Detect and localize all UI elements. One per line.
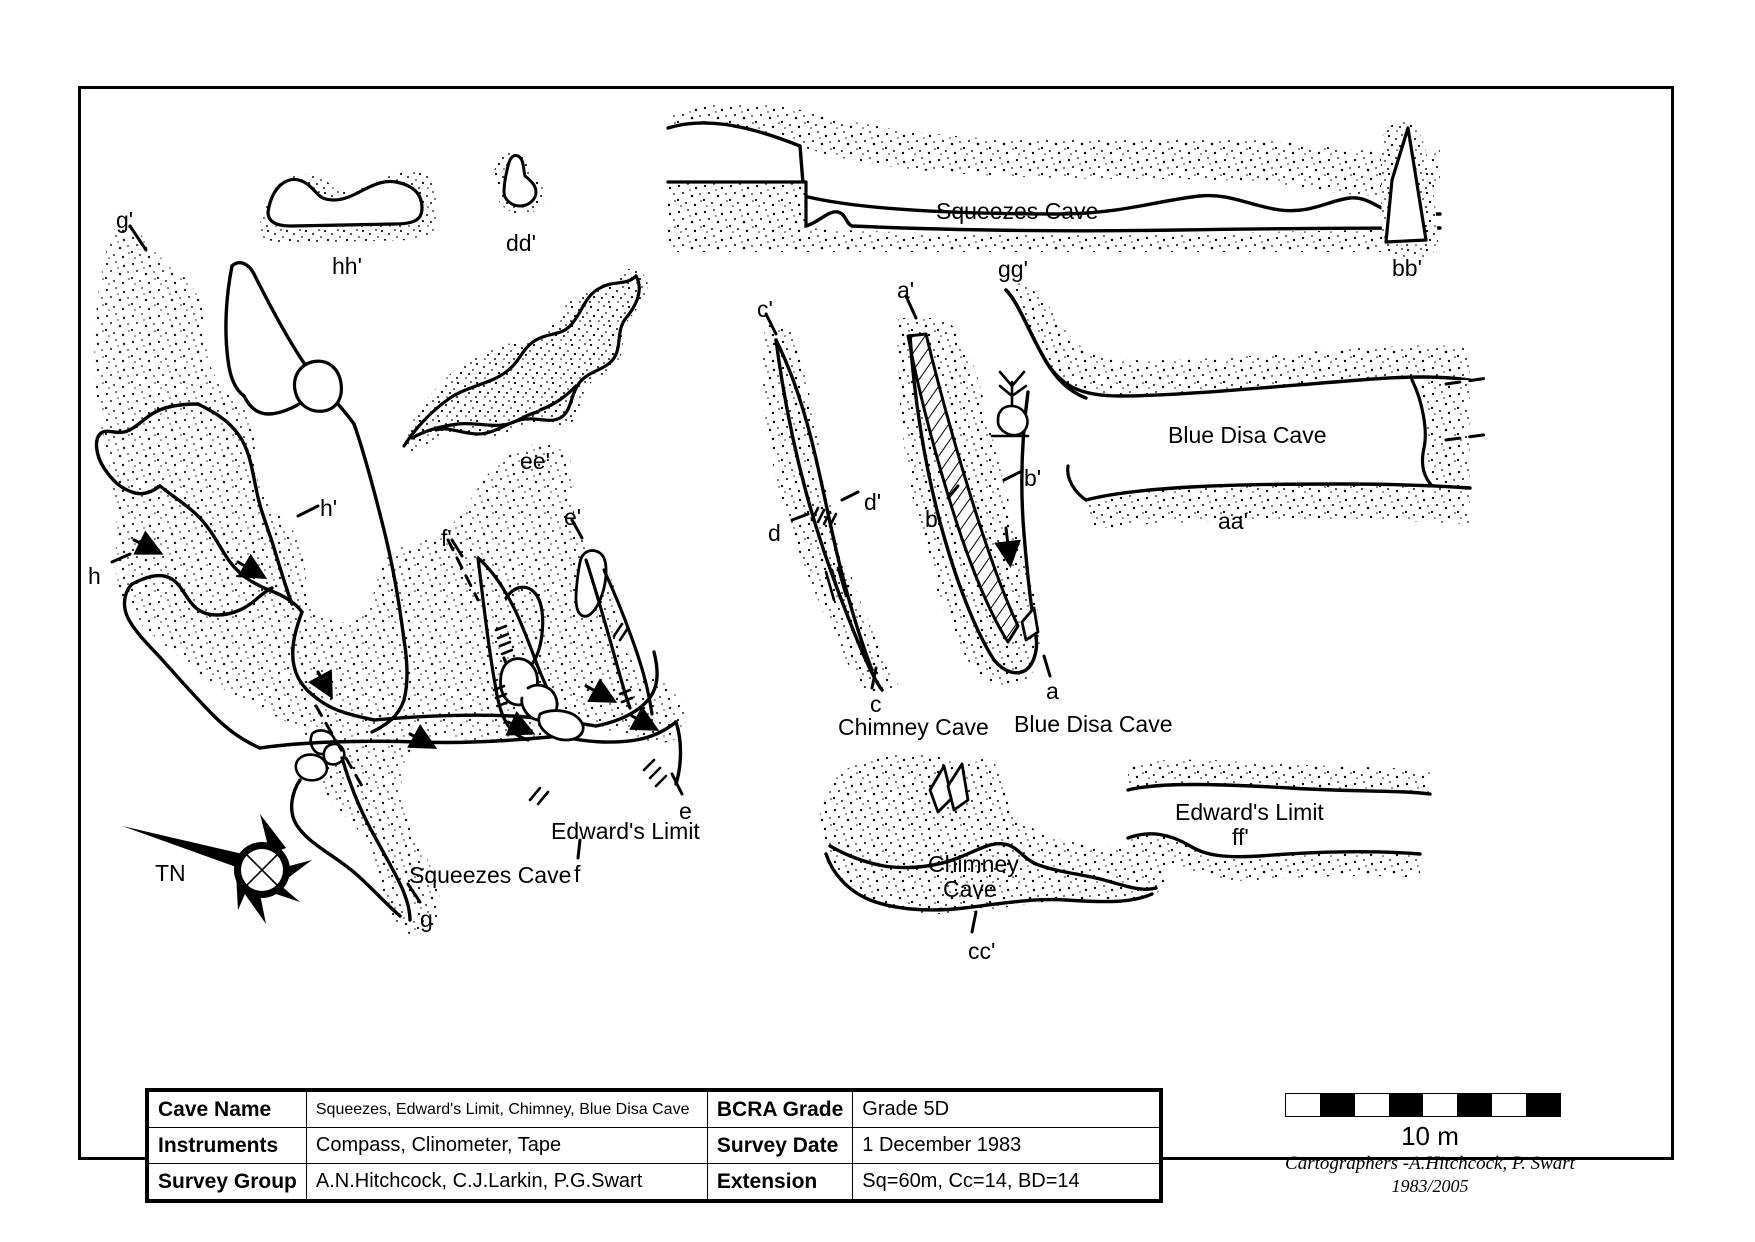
scale-label: 10 m: [1401, 1121, 1459, 1151]
scale-bar-segment: [1286, 1094, 1321, 1116]
title-block-value-left: Squeezes, Edward's Limit, Chimney, Blue …: [305, 1091, 708, 1128]
cave-name-label-BlueDisaCave-1: Blue Disa Cave: [1168, 422, 1327, 448]
section-label-gg-2: gg': [998, 256, 1028, 282]
cave-name-label-Chimney-6: Chimney: [928, 851, 1019, 877]
title-block-header-left: Survey Group: [148, 1163, 307, 1200]
cave-name-label-ChimneyCave-2: Chimney Cave: [838, 714, 989, 740]
scale-bar-segment: [1423, 1094, 1458, 1116]
scale-bar-segment: [1491, 1094, 1526, 1116]
section-label-dd-1: dd': [506, 230, 536, 256]
section-tick-label-a-11: a: [1046, 678, 1059, 704]
cave-name-label-BlueDisaCave-3: Blue Disa Cave: [1014, 711, 1173, 737]
section-tick-label-c-12: c: [870, 691, 882, 717]
scale-bar-group: 10 m Cartographers -A.Hitchcock, P. Swar…: [1285, 1093, 1575, 1197]
title-block-header-right: Extension: [706, 1163, 854, 1200]
section-label-aa-5: aa': [1218, 508, 1248, 534]
section-tick-label-f-14: f: [574, 861, 581, 887]
title-block-value-right: 1 December 1983: [852, 1127, 1161, 1164]
section-tick-label-f-3: f': [441, 525, 452, 551]
section-tick-label-g-0: g': [116, 207, 134, 233]
true-north-label: TN: [155, 860, 186, 886]
title-block-header-left: Instruments: [148, 1127, 307, 1164]
scale-bar-segment: [1525, 1094, 1560, 1116]
map-sheet-border: [78, 86, 1674, 1160]
survey-years: 1983/2005: [1391, 1176, 1469, 1196]
section-tick-label-c-5: c': [757, 296, 773, 322]
section-tick-label-e-13: e: [679, 798, 692, 824]
section-label-cc-6: cc': [968, 938, 996, 964]
section-tick-label-d-7: d': [864, 489, 882, 515]
cave-name-label-EdwardsLimit-8: Edward's Limit: [1175, 799, 1324, 825]
cave-name-label-SqueezesCave-5: Squeezes Cave: [409, 862, 572, 888]
title-block-header-right: Survey Date: [706, 1127, 854, 1164]
section-tick-label-e-4: e': [564, 504, 582, 530]
section-label-hh-0: hh': [332, 253, 362, 279]
title-block-value-left: A.N.Hitchcock, C.J.Larkin, P.G.Swart: [305, 1163, 708, 1200]
scale-bar: [1285, 1093, 1561, 1117]
section-tick-label-h-2: h: [88, 563, 101, 589]
cave-name-label-Cave-7: Cave: [943, 876, 997, 902]
section-label-ff-7: ff': [1232, 824, 1249, 850]
cartographers-credit: Cartographers -A.Hitchcock, P. Swart: [1285, 1153, 1575, 1174]
title-block-header-right: BCRA Grade: [706, 1091, 854, 1128]
title-block-value-left: Compass, Clinometer, Tape: [305, 1127, 708, 1164]
section-label-bb-3: bb': [1392, 255, 1422, 281]
scale-bar-segment: [1320, 1094, 1355, 1116]
section-tick-label-h-1: h': [320, 495, 338, 521]
cave-name-label-SqueezesCave-0: Squeezes Cave: [936, 198, 1099, 224]
section-tick-label-d-8: d: [768, 520, 781, 546]
section-tick-label-g-15: g: [420, 906, 433, 932]
title-block-value-right: Sq=60m, Cc=14, BD=14: [852, 1163, 1161, 1200]
scale-bar-segment: [1354, 1094, 1389, 1116]
section-tick-label-b-9: b: [925, 506, 938, 532]
title-block-header-left: Cave Name: [148, 1091, 307, 1128]
title-block-value-right: Grade 5D: [852, 1091, 1161, 1128]
scale-bar-segment: [1457, 1094, 1492, 1116]
scale-bar-segment: [1388, 1094, 1423, 1116]
section-tick-label-a-6: a': [897, 277, 915, 303]
section-tick-label-b-10: b': [1024, 465, 1042, 491]
section-label-ee-4: ee': [520, 448, 550, 474]
cave-name-label-EdwardsLimit-4: Edward's Limit: [551, 818, 700, 844]
